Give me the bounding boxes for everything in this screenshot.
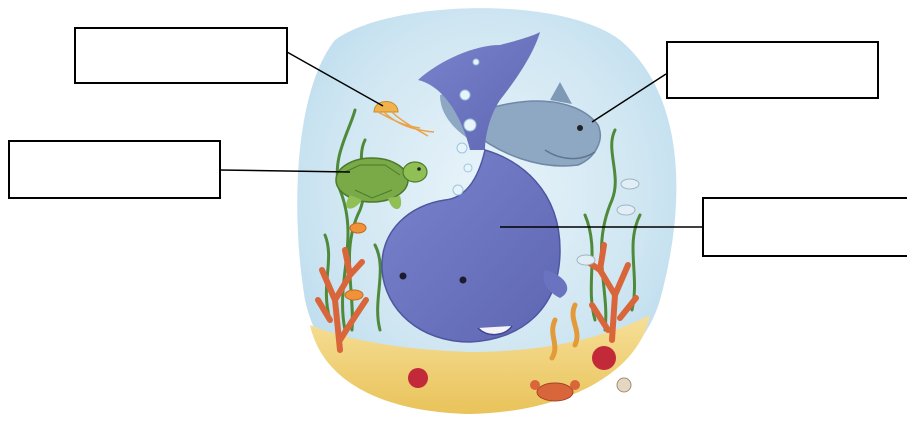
label-box-turtle[interactable] (8, 140, 221, 199)
label-box-whale[interactable] (702, 197, 907, 257)
shell (617, 378, 631, 392)
label-box-shark[interactable] (666, 41, 879, 99)
label-box-jellyfish[interactable] (74, 27, 288, 84)
